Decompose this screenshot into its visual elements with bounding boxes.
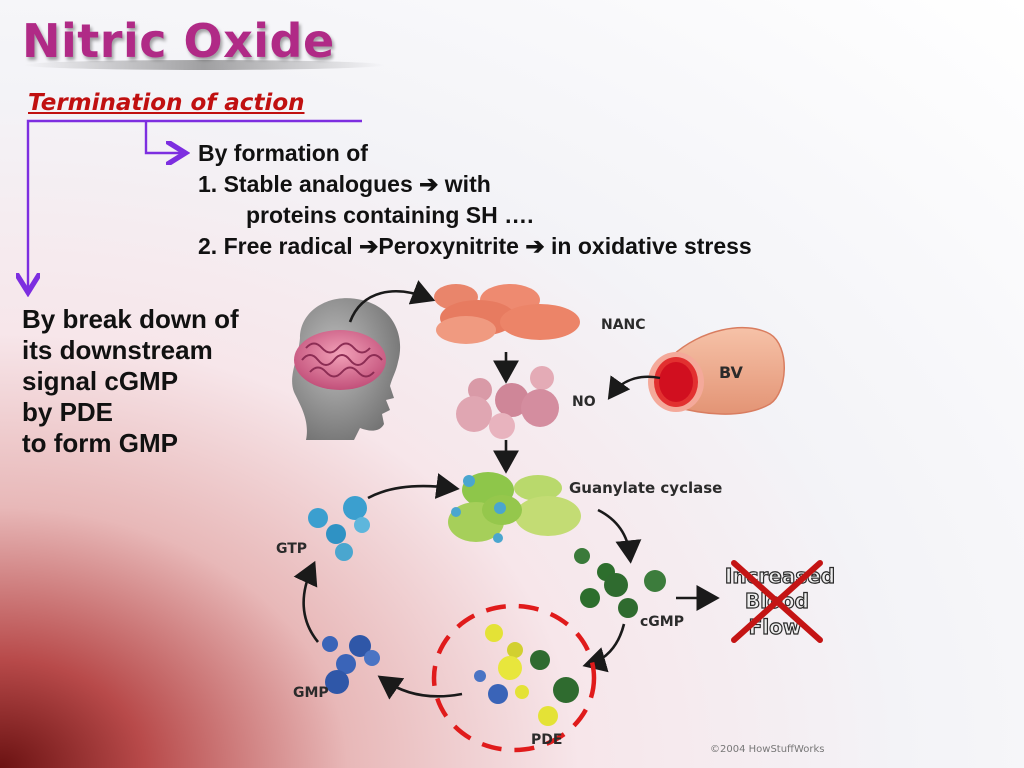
page-title: Nitric Oxide (22, 14, 335, 68)
label-guanylate-cyclase: Guanylate cyclase (569, 479, 722, 497)
gmp-molecules (322, 635, 380, 694)
breakdown-line: signal cGMP (22, 366, 179, 396)
label-gtp: GTP (276, 541, 307, 557)
label-no: NO (572, 394, 596, 410)
nanc-cells (434, 284, 580, 344)
mechanism-item-1: 1. Stable analogues ➔ with (198, 171, 491, 197)
pde-molecules (474, 624, 579, 726)
copyright-text: ©2004 HowStuffWorks (710, 744, 824, 755)
mechanism-item-2: 2. Free radical ➔Peroxynitrite ➔ in oxid… (198, 233, 752, 259)
title-underline-shadow (24, 60, 384, 70)
label-cgmp: cGMP (640, 614, 684, 630)
breakdown-line: to form GMP (22, 428, 178, 458)
mechanism-item-1-cont: proteins containing SH …. (246, 202, 534, 228)
arrow-brain-to-nanc (348, 280, 436, 323)
arrow-gmp-to-gtp (293, 560, 320, 643)
gtp-molecules (308, 496, 370, 561)
cgmp-molecules (574, 548, 666, 618)
arrow-gc-to-cgmp (597, 508, 642, 564)
arrow-gtp-to-gc (367, 473, 460, 500)
connector-arrow-left (28, 119, 362, 290)
breakdown-mechanism: By break down of its downstream signal c… (22, 304, 239, 459)
label-pde: PDE (531, 732, 562, 748)
breakdown-line: its downstream (22, 335, 213, 365)
blood-vessel-icon (648, 326, 785, 415)
cross-mark-icon (731, 560, 823, 643)
label-nanc: NANC (601, 317, 646, 333)
arrow-bv-to-no (607, 375, 661, 400)
connector-arrow-right (144, 121, 183, 153)
mechanism-intro: By formation of (198, 140, 368, 166)
label-bv: BV (719, 363, 744, 382)
label-gmp: GMP (293, 685, 329, 701)
connector-arrows (28, 119, 362, 290)
section-subtitle: Termination of action (28, 90, 305, 116)
breakdown-line: by PDE (22, 397, 114, 427)
pde-highlight-ring (431, 603, 597, 753)
no-molecules (456, 366, 559, 439)
breakdown-line: By break down of (22, 304, 239, 334)
head-brain-icon (292, 298, 401, 440)
arrow-pde-to-gmp (377, 675, 463, 700)
arrow-cgmp-to-pde (582, 623, 626, 673)
formation-mechanism: By formation of 1. Stable analogues ➔ wi… (198, 138, 752, 262)
guanylate-cyclase-cells (448, 472, 581, 543)
